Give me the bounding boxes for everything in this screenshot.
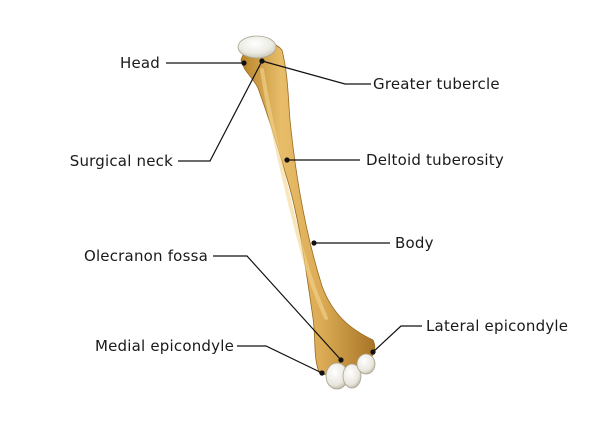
- leader-medial-epicondyle: [237, 345, 323, 374]
- label-lateral-epicondyle: Lateral epicondyle: [426, 317, 569, 335]
- humerus-shaft: [240, 42, 376, 375]
- label-olecranon-fossa: Olecranon fossa: [83, 247, 208, 265]
- dot-greater-tubercle: [259, 58, 265, 64]
- label-medial-epicondyle: Medial epicondyle: [94, 337, 234, 355]
- label-greater-tubercle: Greater tubercle: [373, 75, 500, 93]
- dot-olecranon-fossa: [338, 357, 344, 363]
- label-surgical-neck: Surgical neck: [69, 152, 173, 170]
- label-head: Head: [119, 54, 160, 72]
- leader-olecranon-fossa: [213, 255, 342, 361]
- dot-medial-epicondyle: [319, 370, 325, 376]
- dot-body: [311, 240, 317, 246]
- leader-lateral-epicondyle: [372, 325, 422, 353]
- leader-greater-tubercle: [261, 60, 371, 85]
- dot-head: [241, 60, 247, 66]
- distal-condyles: [325, 353, 376, 390]
- leader-surgical-neck: [178, 60, 263, 162]
- dot-deltoid-tuberosity: [284, 157, 290, 163]
- shaft-highlight: [260, 68, 328, 320]
- label-body: Body: [395, 234, 434, 252]
- humeral-head: [237, 35, 277, 59]
- label-deltoid-tuberosity: Deltoid tuberosity: [366, 151, 504, 169]
- dot-lateral-epicondyle: [370, 349, 376, 355]
